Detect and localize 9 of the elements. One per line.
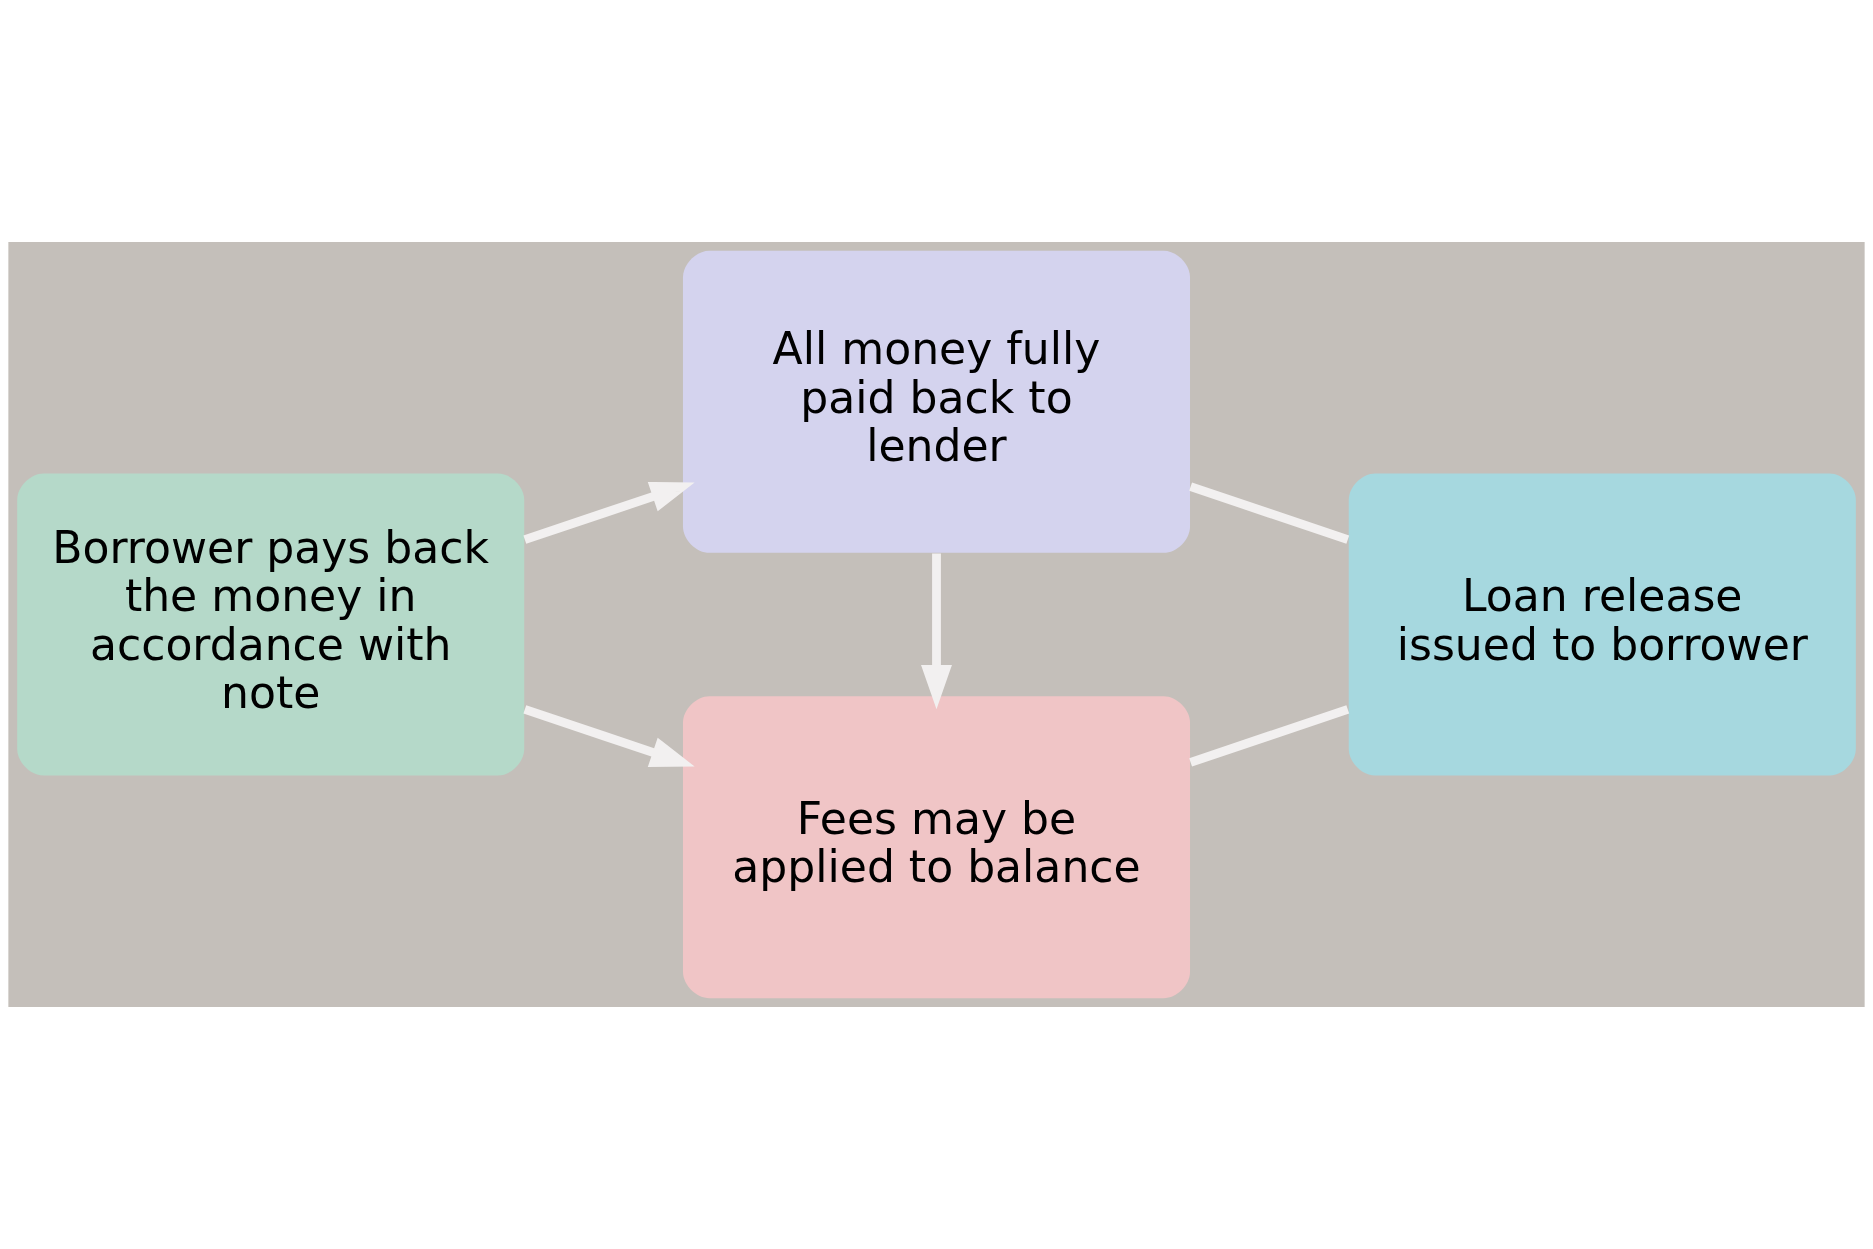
connector: [1189, 482, 1350, 544]
arrow: [921, 553, 952, 710]
node-box: Borrower pays back the money in accordance with note: [17, 473, 525, 776]
node-box: Fees may be applied to balance: [682, 696, 1191, 999]
arrow: [523, 481, 695, 544]
arrow: [523, 705, 695, 768]
node-box: Loan release issued to borrower: [1348, 473, 1856, 776]
node-box: All money fully paid back to lender: [682, 250, 1191, 553]
connector: [1189, 705, 1350, 767]
